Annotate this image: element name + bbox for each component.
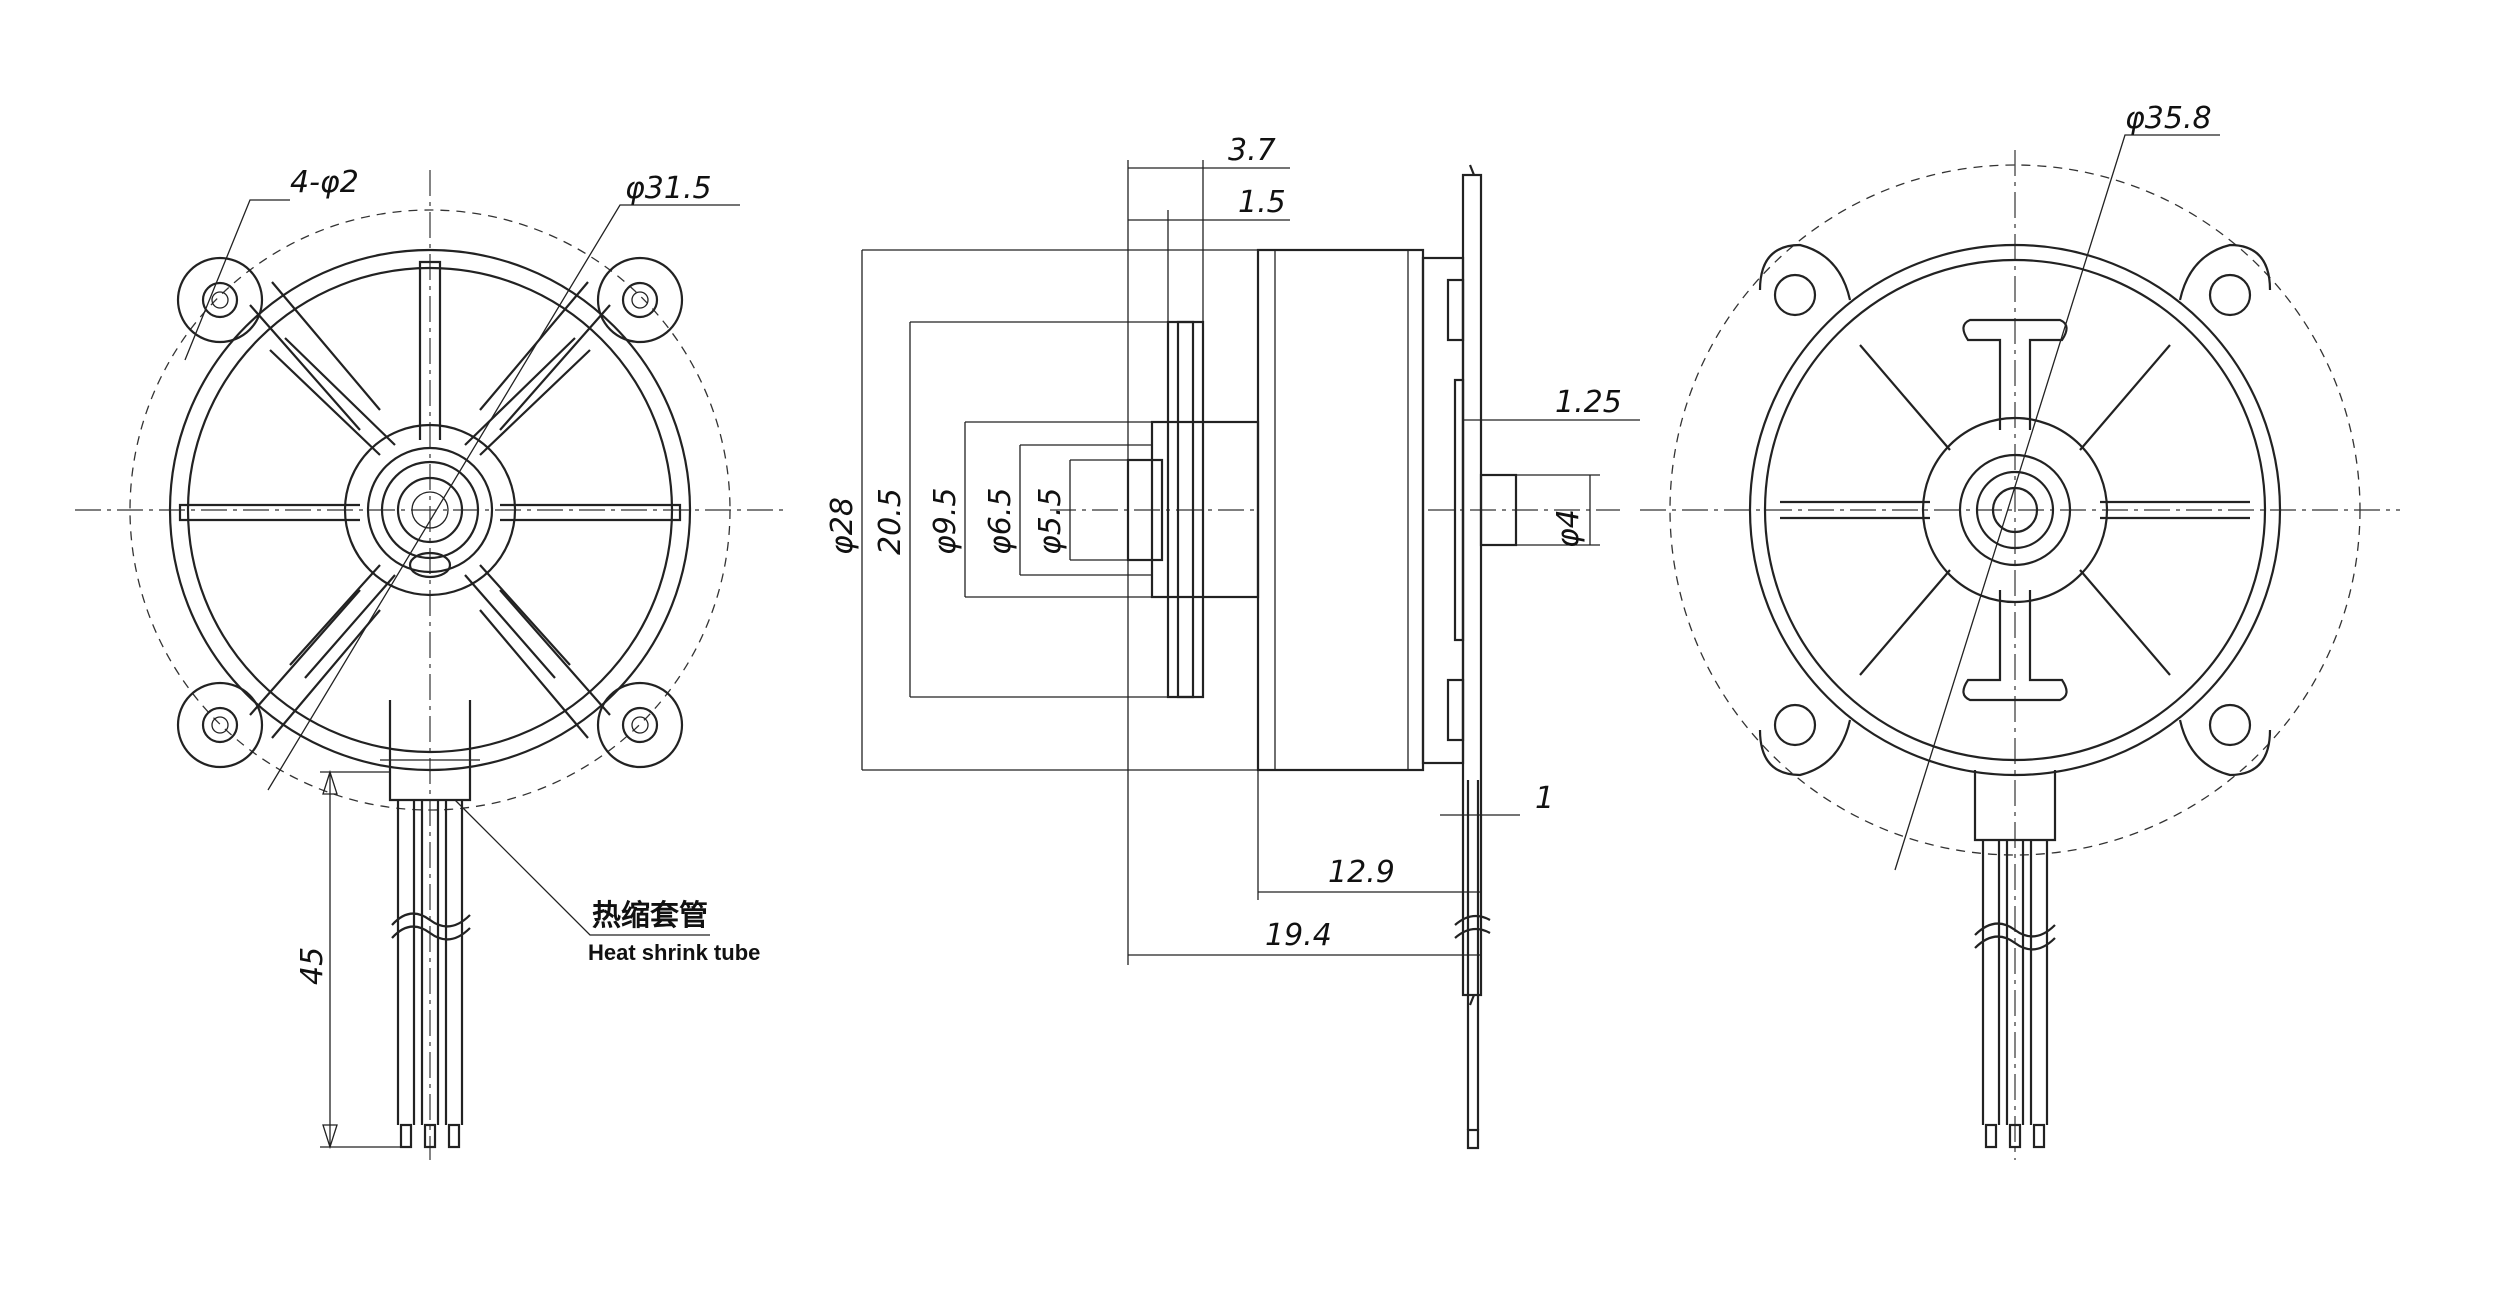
dim-flange-thickness: 1.5 [1238, 185, 1286, 220]
dim-boss-diameter: φ6.5 [983, 488, 1018, 556]
dim-4-holes: 4-φ2 [290, 165, 359, 200]
dim-overall-length: 19.4 [1265, 918, 1332, 953]
dim-lead-length: 45 [295, 947, 330, 985]
front-view [75, 170, 785, 1160]
heat-shrink-label-en: Heat shrink tube [588, 940, 760, 965]
dim-plate-thickness: 1 [1535, 781, 1554, 816]
mount-holes [176, 256, 684, 769]
mount-arms [249, 281, 611, 739]
dim-mount-offset: 1.25 [1555, 385, 1622, 420]
dim-hub-diameter: φ9.5 [928, 488, 963, 556]
rotor-spokes [178, 260, 682, 679]
lead-wires [391, 800, 471, 1149]
dim-body-diameter: φ28 [825, 497, 860, 555]
dim-flange-diameter: 20.5 [873, 488, 908, 555]
dim-mount-circle: φ31.5 [625, 171, 712, 206]
dim-shaft-diameter: φ4 [1551, 509, 1586, 548]
heat-shrink-tube [388, 700, 472, 802]
dim-outer-circle: φ35.8 [2125, 101, 2212, 136]
dim-shaft-step: 3.7 [1228, 133, 1276, 168]
rear-mount-holes [1758, 243, 2272, 777]
hub [1150, 420, 1260, 599]
dim-bearing-diameter: φ5.5 [1033, 488, 1068, 556]
side-view [861, 160, 1640, 1150]
dim-body-length: 12.9 [1328, 855, 1395, 890]
rear-spokes [1780, 318, 2250, 702]
rear-view [1640, 134, 2400, 1160]
motor-bell [1256, 248, 1425, 772]
rear-shaft [1479, 473, 1518, 547]
heat-shrink-label-cn: 热缩套管 [592, 898, 708, 932]
